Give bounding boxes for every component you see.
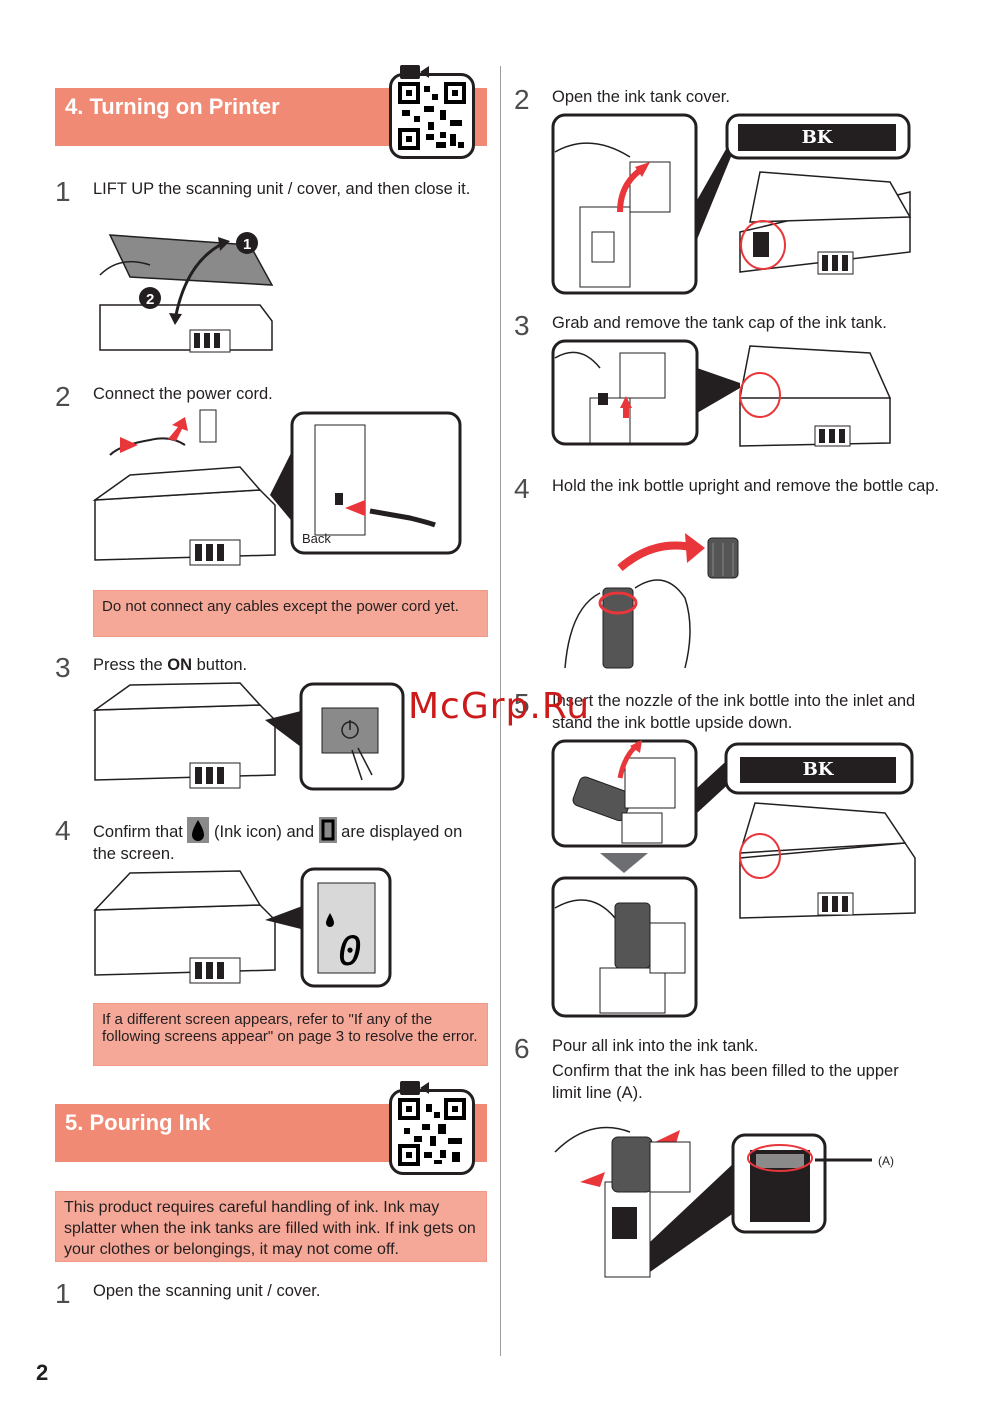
- qr-code-icon: [389, 73, 475, 159]
- step-text-part: Press the: [93, 656, 168, 674]
- callout-1: 1: [243, 236, 251, 253]
- upper-limit-label: (A): [878, 1154, 894, 1168]
- video-camera-icon: [400, 65, 429, 79]
- bk-label: BK: [740, 757, 896, 783]
- note-ink-caution: This product requires careful handling o…: [55, 1191, 487, 1262]
- step-number: 3: [55, 652, 71, 683]
- note-power-cord: Do not connect any cables except the pow…: [93, 590, 488, 637]
- qr-code-icon: [389, 1089, 475, 1175]
- step-text: Hold the ink bottle upright and remove t…: [552, 477, 940, 495]
- back-label: Back: [302, 531, 331, 546]
- step-text-part: button.: [192, 656, 248, 674]
- step-number: 6: [514, 1033, 530, 1064]
- step-text: Open the scanning unit / cover.: [93, 1282, 321, 1300]
- step-text: Confirm that (Ink icon) and are displaye…: [93, 817, 488, 865]
- qr-pattern: [398, 1098, 466, 1166]
- insert-bottle-illustration: [551, 739, 916, 1018]
- step-number: 3: [514, 310, 530, 341]
- step-number: 2: [55, 381, 71, 412]
- step-text-part: (Ink icon) and: [209, 823, 319, 841]
- step-text: Grab and remove the tank cap of the ink …: [552, 314, 887, 332]
- power-cord-illustration: Back: [92, 409, 462, 566]
- step-text-part: Confirm that: [93, 823, 188, 841]
- column-divider: [500, 66, 501, 1356]
- step-text: LIFT UP the scanning unit / cover, and t…: [93, 180, 471, 198]
- ink-drop-icon: [187, 817, 210, 843]
- remove-bottle-cap-illustration: [564, 533, 739, 669]
- watermark: McGrp.Ru: [408, 686, 591, 727]
- step-number: 5: [514, 688, 530, 719]
- step-text-part: are displayed on the screen.: [93, 823, 463, 863]
- video-camera-icon: [400, 1081, 429, 1095]
- step-text: Open the ink tank cover.: [552, 88, 730, 106]
- page-number: 2: [36, 1360, 49, 1385]
- qr-pattern: [398, 82, 466, 150]
- step-number: 4: [55, 815, 71, 846]
- step-text: Press the ON button.: [93, 654, 488, 676]
- step-text: Pour all ink into the ink tank.: [552, 1037, 759, 1055]
- callout-2: 2: [146, 291, 154, 308]
- printer-lift-cover-illustration: 1 2: [99, 232, 274, 353]
- digit-zero-icon: [318, 817, 337, 843]
- step-text: Confirm that the ink has been filled to …: [552, 1062, 899, 1102]
- step-text: Connect the power cord.: [93, 385, 273, 403]
- display-check-illustration: 0: [93, 867, 392, 988]
- step-number: 1: [55, 1278, 71, 1309]
- press-on-button-illustration: [92, 682, 405, 791]
- step-number: 1: [55, 176, 71, 207]
- step-text: Insert the nozzle of the ink bottle into…: [552, 692, 916, 732]
- section-5-title: 5. Pouring Ink: [65, 1110, 211, 1135]
- pour-ink-illustration: (A): [554, 1126, 894, 1278]
- note-different-screen: If a different screen appears, refer to …: [93, 1003, 488, 1066]
- display-digit: 0: [338, 929, 362, 975]
- bk-label: BK: [738, 125, 896, 151]
- section-4-title: 4. Turning on Printer: [65, 94, 280, 119]
- step-number: 4: [514, 473, 530, 504]
- step-number: 2: [514, 84, 530, 115]
- on-button-label: ON: [167, 656, 193, 674]
- remove-tank-cap-illustration: [551, 339, 892, 447]
